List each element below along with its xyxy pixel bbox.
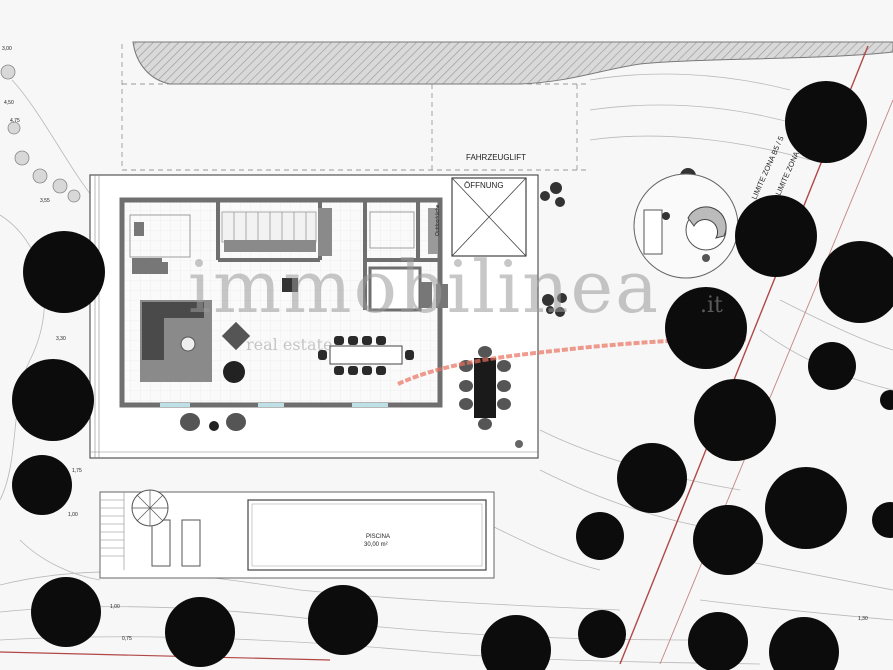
study-cabinet bbox=[420, 282, 432, 308]
level-label: 4,50 bbox=[4, 100, 14, 106]
level-label: 3,55 bbox=[40, 198, 50, 204]
staircase bbox=[221, 211, 317, 243]
watermark-tld: .it bbox=[700, 293, 723, 318]
fireplace bbox=[282, 278, 298, 292]
level-label: 4,75 bbox=[10, 118, 20, 124]
car-lift-label: FAHRZEUGLIFT bbox=[466, 153, 526, 162]
dressing-room bbox=[369, 211, 415, 249]
watermark-brand: immobilinea bbox=[188, 245, 660, 329]
outdoor-kitchen-label: Outdoorküche bbox=[435, 204, 441, 236]
vehicle-lift bbox=[451, 177, 527, 257]
neighbour-building-hatch bbox=[132, 41, 893, 85]
level-label: 1,75 bbox=[72, 468, 82, 474]
south-boundary-line bbox=[0, 651, 331, 661]
pool-area-label: 30,00 m² bbox=[364, 542, 388, 548]
bathroom bbox=[129, 214, 191, 274]
outdoor-kitchen-unit bbox=[428, 208, 438, 254]
stepping-stones bbox=[0, 64, 81, 203]
level-label: 1,00 bbox=[68, 512, 78, 518]
level-label: 0,75 bbox=[122, 636, 132, 642]
watermark-tagline: real estate bbox=[246, 335, 332, 354]
level-label: 3,30 bbox=[56, 336, 66, 342]
terrace-edge-ticks bbox=[90, 175, 538, 458]
round-terrace bbox=[633, 173, 739, 279]
level-label: 1,30 bbox=[858, 616, 868, 622]
pool-area bbox=[99, 489, 495, 579]
study-chair bbox=[436, 284, 448, 308]
terrain-contours bbox=[0, 73, 893, 665]
window-strips bbox=[160, 403, 388, 407]
level-label: 3,00 bbox=[2, 46, 12, 52]
dining-table-indoor bbox=[318, 336, 414, 375]
kitchen-counter bbox=[224, 240, 316, 252]
opening-label: ÖFFNUNG bbox=[464, 181, 504, 190]
kitchen-column bbox=[318, 208, 332, 256]
level-label: 1,00 bbox=[110, 604, 120, 610]
dining-table-outdoor bbox=[459, 346, 511, 430]
garden-chairs bbox=[180, 413, 523, 448]
trees bbox=[12, 81, 893, 670]
zone-limit-line-secondary bbox=[659, 99, 893, 665]
pool-name-label: PISCINA bbox=[366, 534, 390, 540]
